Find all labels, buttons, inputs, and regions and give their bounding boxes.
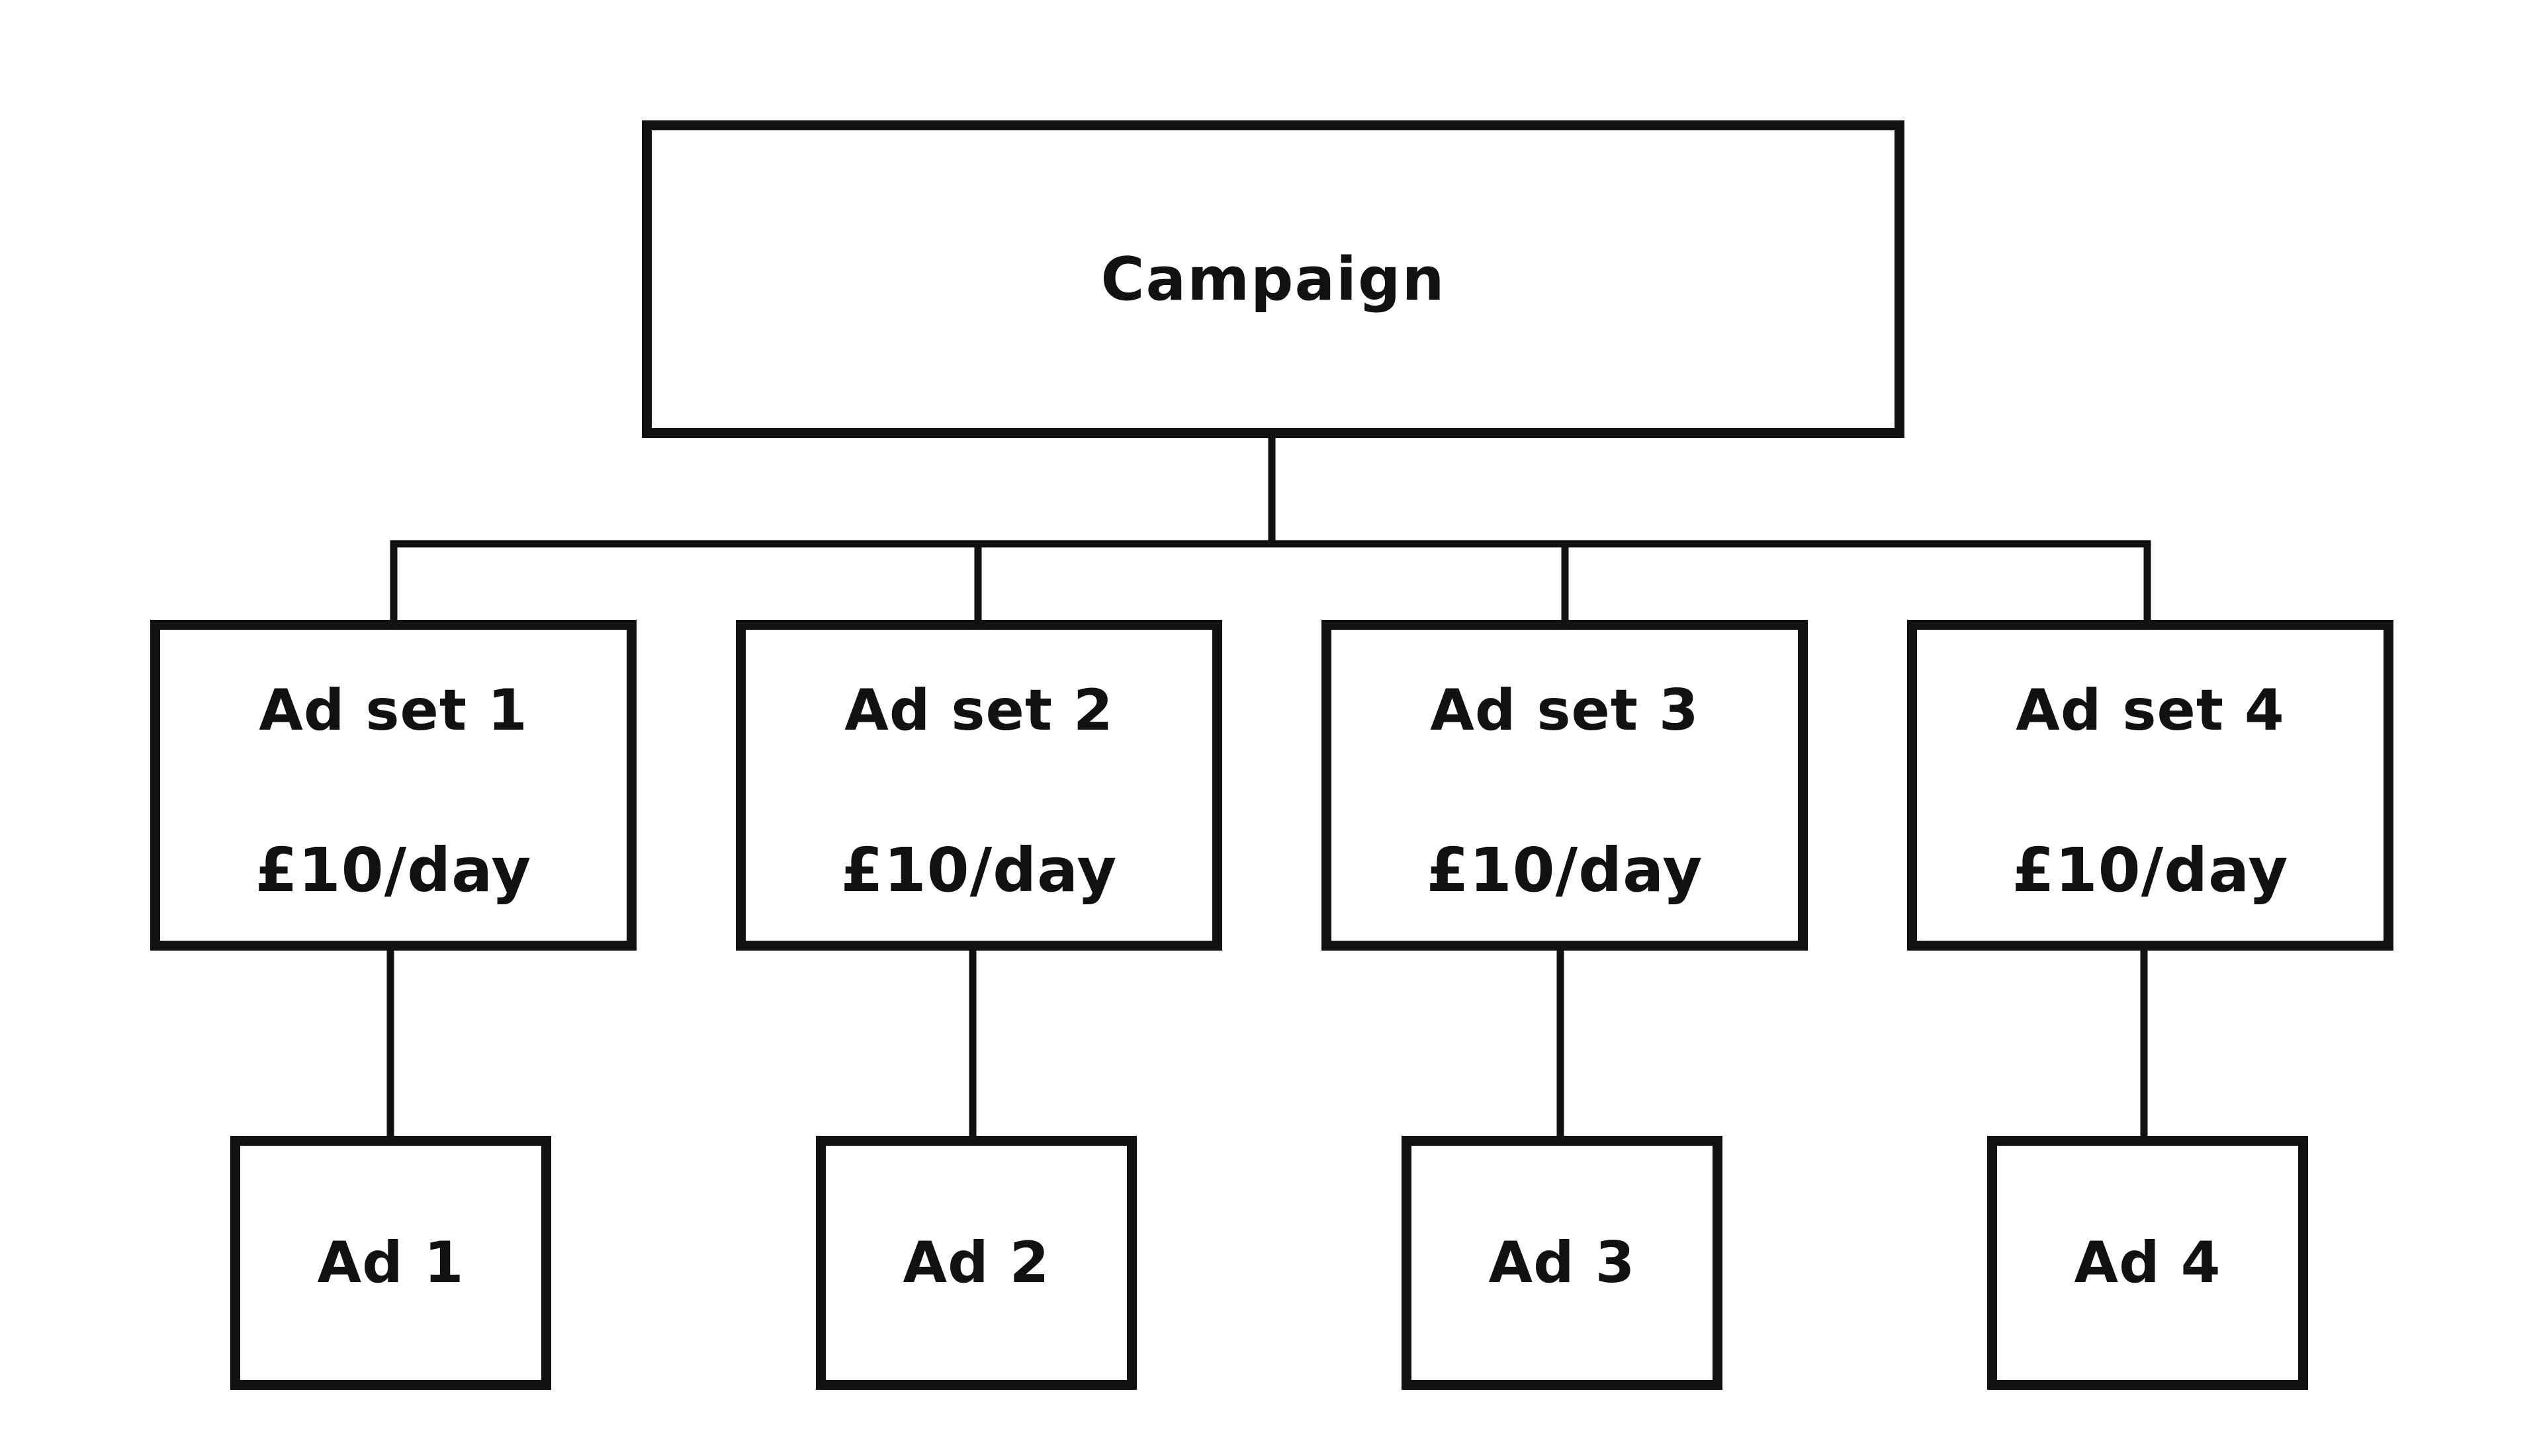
ad-node-1: Ad 1 — [230, 1136, 551, 1390]
ad-set-label: Ad set 2 — [844, 677, 1114, 744]
ad-set-budget: £10/day — [2012, 835, 2289, 906]
ad-set-label: Ad set 3 — [1430, 677, 1699, 744]
campaign-label: Campaign — [1100, 244, 1446, 314]
ad-set-budget: £10/day — [840, 835, 1118, 906]
ad-set-budget: £10/day — [1426, 835, 1703, 906]
ad-set-node-1: Ad set 1 £10/day — [150, 620, 637, 951]
ad-node-4: Ad 4 — [1987, 1136, 2308, 1390]
ad-set-label: Ad set 1 — [259, 677, 528, 744]
ad-label: Ad 4 — [2074, 1230, 2221, 1296]
ad-set-node-3: Ad set 3 £10/day — [1321, 620, 1808, 951]
campaign-node: Campaign — [642, 120, 1904, 438]
ad-label: Ad 2 — [903, 1230, 1050, 1296]
ad-set-node-4: Ad set 4 £10/day — [1907, 620, 2393, 951]
ad-label: Ad 1 — [317, 1230, 465, 1296]
ad-set-label: Ad set 4 — [2016, 677, 2285, 744]
ad-set-budget: £10/day — [255, 835, 532, 906]
ad-node-3: Ad 3 — [1402, 1136, 1722, 1390]
ad-node-2: Ad 2 — [816, 1136, 1137, 1390]
ad-label: Ad 3 — [1488, 1230, 1636, 1296]
ad-set-node-2: Ad set 2 £10/day — [736, 620, 1222, 951]
